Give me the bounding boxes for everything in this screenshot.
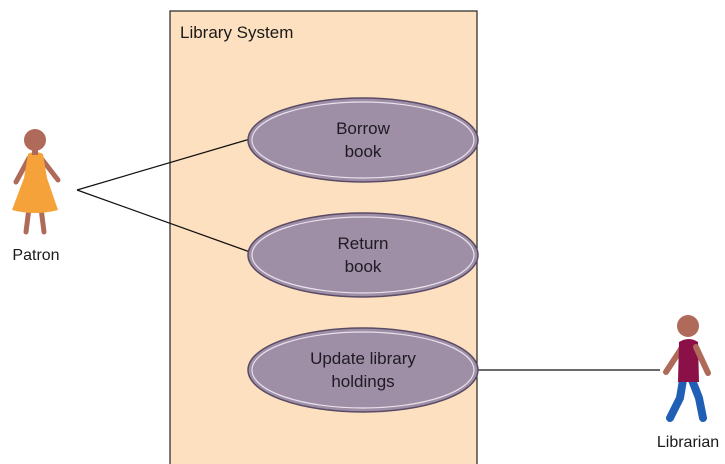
actor-librarian-label: Librarian — [657, 434, 719, 451]
associations — [76, 138, 660, 371]
use-case-update-library-holdings-inner-ring — [251, 331, 475, 409]
use-case-borrow-book-line2: book — [345, 142, 382, 161]
association-patron-return — [76, 189, 251, 253]
use-case-borrow-book-line1: Borrow — [336, 119, 391, 138]
actor-patron[interactable]: Patron — [12, 129, 61, 264]
librarian-icon — [663, 315, 711, 422]
use-case-update-library-holdings-line1: Update library — [310, 349, 416, 368]
use-case-update-library-holdings-line2: holdings — [331, 372, 394, 391]
use-case-return-book[interactable]: Return book — [247, 212, 479, 298]
use-case-borrow-book-inner-ring — [251, 101, 475, 179]
use-case-return-book-line2: book — [345, 257, 382, 276]
system-title: Library System — [180, 23, 293, 42]
use-case-return-book-line1: Return — [337, 234, 388, 253]
use-case-borrow-book-shape — [247, 97, 479, 183]
actor-patron-label: Patron — [12, 247, 59, 264]
use-case-update-library-holdings-shape — [247, 327, 479, 413]
association-patron-borrow — [76, 138, 251, 191]
use-case-return-book-shape — [247, 212, 479, 298]
use-case-update-library-holdings[interactable]: Update library holdings — [247, 327, 479, 413]
use-case-return-book-inner-ring — [251, 216, 475, 294]
patron-icon — [12, 129, 61, 235]
actor-librarian[interactable]: Librarian — [657, 315, 719, 451]
use-case-borrow-book[interactable]: Borrow book — [247, 97, 479, 183]
